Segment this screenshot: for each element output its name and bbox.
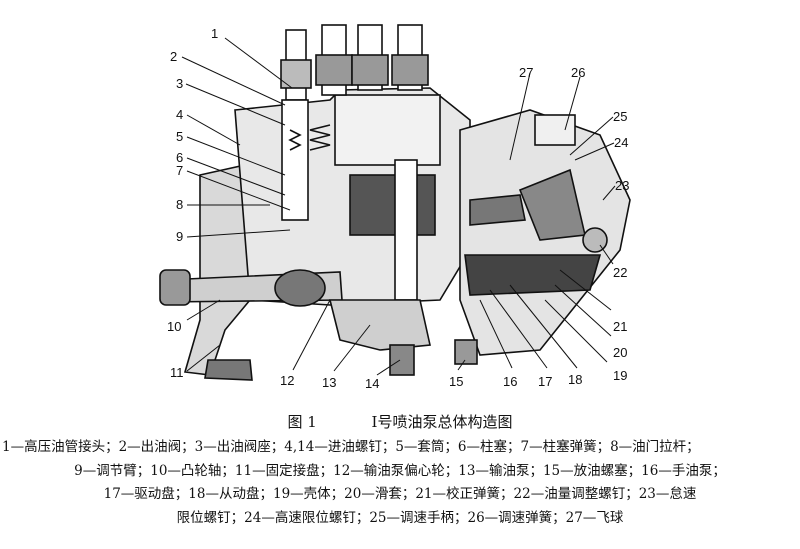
callout-11: 11 bbox=[170, 365, 184, 380]
callout-12: 12 bbox=[280, 373, 294, 388]
callout-13: 13 bbox=[322, 375, 336, 390]
callout-21: 21 bbox=[613, 319, 627, 334]
callout-3: 3 bbox=[176, 76, 183, 91]
callout-4: 4 bbox=[176, 107, 183, 122]
callout-5: 5 bbox=[176, 129, 183, 144]
injection-pump-drawing: 1 2 3 4 5 6 7 8 9 10 11 12 13 14 15 16 1… bbox=[159, 24, 631, 391]
callout-24: 24 bbox=[614, 135, 628, 150]
callout-16: 16 bbox=[503, 374, 517, 389]
callout-19: 19 bbox=[613, 368, 627, 383]
figure-caption: 图 1 Ⅰ号喷油泵总体构造图 bbox=[0, 411, 800, 432]
callout-25: 25 bbox=[613, 109, 627, 124]
legend-line: 限位螺钉；24—高速限位螺钉；25—调速手柄；26—调速弹簧；27—飞球 bbox=[176, 509, 624, 526]
callout-22: 22 bbox=[613, 265, 627, 280]
callout-2: 2 bbox=[170, 49, 177, 64]
callout-6: 6 bbox=[176, 150, 183, 165]
legend-line: 9—调节臂；10—凸轮轴；11—固定接盘；12—输油泵偏心轮；13—输油泵；15… bbox=[74, 462, 726, 479]
callout-14: 14 bbox=[365, 376, 379, 391]
callout-labels: 1 2 3 4 5 6 7 8 9 10 11 12 13 14 15 16 1… bbox=[167, 26, 629, 391]
callout-27: 27 bbox=[519, 65, 533, 80]
callout-10: 10 bbox=[167, 319, 181, 334]
figure-title: Ⅰ号喷油泵总体构造图 bbox=[371, 413, 513, 431]
callout-9: 9 bbox=[176, 229, 183, 244]
callout-20: 20 bbox=[613, 345, 627, 360]
legend-line: 1—高压油管接头；2—出油阀；3—出油阀座；4,14—进油螺钉；5—套筒；6—柱… bbox=[2, 439, 700, 455]
callout-18: 18 bbox=[568, 372, 582, 387]
callout-17: 17 bbox=[538, 374, 552, 389]
callout-26: 26 bbox=[571, 65, 585, 80]
callout-8: 8 bbox=[176, 197, 183, 212]
callout-7: 7 bbox=[176, 163, 183, 178]
parts-legend: 1—高压油管接头；2—出油阀；3—出油阀座；4,14—进油螺钉；5—套筒；6—柱… bbox=[0, 436, 800, 530]
legend-line: 17—驱动盘；18—从动盘；19—壳体；20—滑套；21—校正弹簧；22—油量调… bbox=[103, 486, 697, 502]
callout-15: 15 bbox=[449, 374, 463, 389]
callout-23: 23 bbox=[615, 178, 629, 193]
pump-illustration bbox=[159, 24, 631, 381]
figure-number: 图 1 bbox=[287, 413, 317, 431]
callout-1: 1 bbox=[211, 26, 218, 41]
